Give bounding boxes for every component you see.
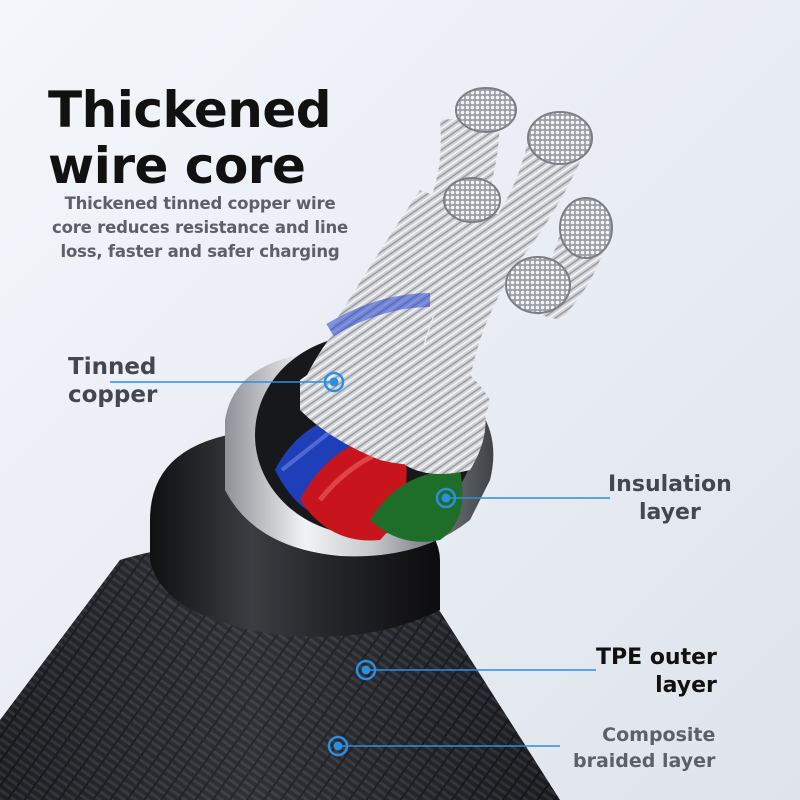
- copper-wire-bundle: [300, 87, 613, 474]
- callout-insulation-layer: Insulation layer: [608, 472, 732, 525]
- headline: Thickened wire core: [48, 81, 332, 195]
- callout-composite-braided-layer: Composite braided layer: [573, 724, 716, 772]
- subtitle: Thickened tinned copper wire core reduce…: [50, 192, 350, 264]
- subtitle-line-3: loss, faster and safer charging: [60, 242, 340, 261]
- subtitle-line-2: core reduces resistance and line: [51, 218, 348, 237]
- callout-tpe-outer-layer: TPE outer layer: [596, 645, 717, 698]
- headline-line-1: Thickened: [48, 81, 332, 139]
- headline-line-2: wire core: [48, 137, 306, 195]
- callout-tinned-copper: Tinned copper: [68, 354, 158, 408]
- subtitle-line-1: Thickened tinned copper wire: [64, 194, 336, 213]
- callout-leaders: [110, 371, 610, 757]
